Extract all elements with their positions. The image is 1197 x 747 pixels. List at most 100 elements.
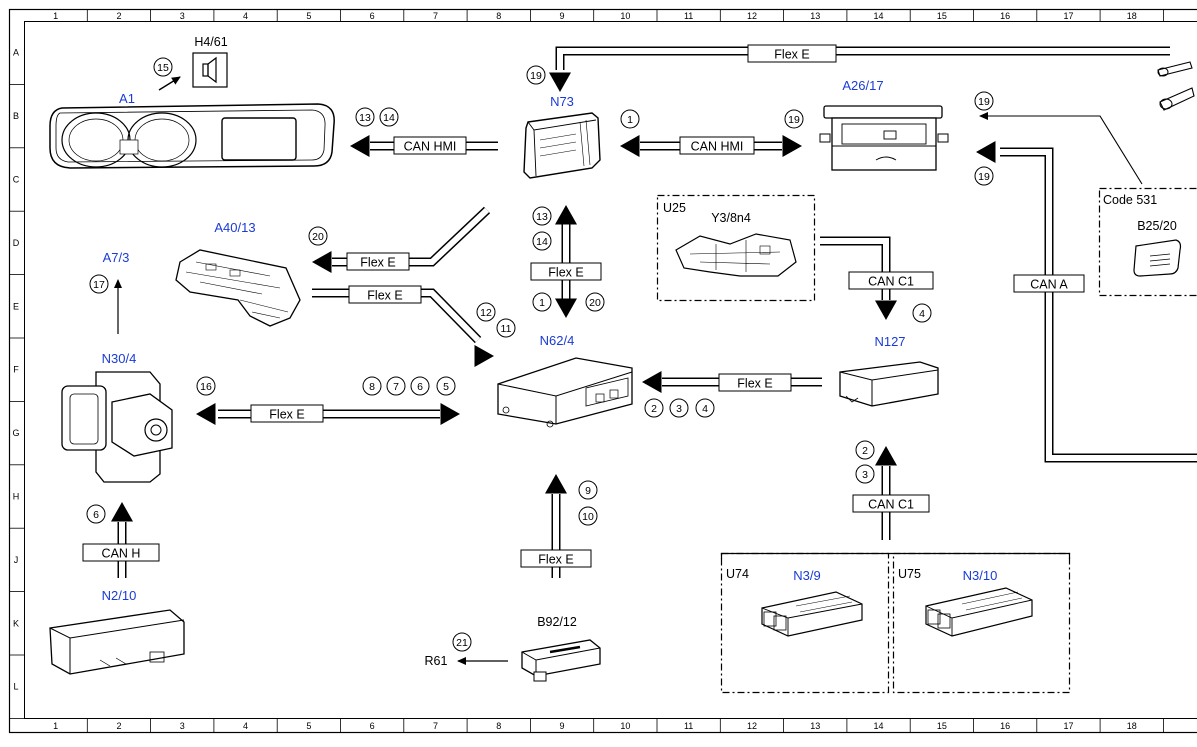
bus-label-text: CAN HMI: [404, 140, 457, 154]
ecu-N3-10[interactable]: [926, 588, 1032, 636]
step-marker-number: 15: [157, 62, 169, 74]
arrowhead: [549, 73, 571, 93]
bus-label: Flex E: [521, 550, 591, 567]
step-marker: 6: [87, 505, 105, 523]
step-marker-number: 13: [536, 211, 548, 223]
arrowhead: [555, 205, 577, 225]
arrowhead: [441, 403, 461, 425]
bus-label: Flex E: [349, 286, 421, 303]
bus-label-text: CAN A: [1030, 278, 1068, 292]
bus-can-a: [1000, 152, 1197, 458]
step-marker: 8: [363, 377, 381, 395]
module-A40-13[interactable]: [176, 250, 300, 326]
bus-label-text: CAN C1: [868, 498, 914, 512]
ruler-column-bottom: 11: [684, 721, 693, 731]
ruler-column-top: 5: [306, 11, 311, 21]
step-marker-number: 11: [501, 323, 512, 335]
ruler-column-top: 17: [1063, 11, 1073, 21]
step-marker: 3: [670, 399, 688, 417]
ecu-N3-9[interactable]: [762, 592, 862, 636]
module-N73[interactable]: [524, 113, 600, 178]
ruler-row: A: [13, 48, 19, 58]
step-marker-number: 2: [651, 403, 657, 415]
step-marker: 4: [696, 399, 714, 417]
bus-label: Flex E: [748, 45, 836, 62]
step-marker: 19: [785, 110, 803, 128]
module-A26-17[interactable]: [820, 106, 948, 170]
step-marker: 14: [380, 108, 398, 126]
arrowhead: [875, 446, 897, 466]
sensor-B92-12[interactable]: [522, 640, 600, 681]
bus-label-text: CAN C1: [868, 275, 914, 289]
arrowhead: [875, 301, 897, 321]
label-U74: U74: [726, 567, 749, 581]
bus-label-text: Flex E: [774, 48, 809, 62]
ruler-row: J: [14, 555, 19, 565]
valve-body-Y3-8n4[interactable]: [676, 234, 796, 276]
ruler-column-top: 15: [937, 11, 947, 21]
label-N73: N73: [550, 94, 574, 109]
ruler-column-bottom: 1: [53, 721, 58, 731]
step-marker-number: 19: [788, 114, 800, 126]
instrument-cluster-A1[interactable]: [50, 104, 334, 168]
bus-label-text: Flex E: [269, 408, 304, 422]
module-N62-4[interactable]: [498, 358, 632, 427]
bus-label-text: Flex E: [538, 553, 573, 567]
sensor-B25-20[interactable]: [1134, 240, 1181, 276]
step-marker: 19: [975, 167, 993, 185]
step-marker: 4: [913, 304, 931, 322]
ruler-row: C: [13, 175, 20, 185]
ruler-column-top: 6: [370, 11, 375, 21]
label-N2-10: N2/10: [102, 588, 137, 603]
ruler-row: L: [13, 682, 18, 692]
module-N2-10[interactable]: [50, 610, 184, 674]
step-marker-number: 7: [393, 381, 399, 393]
arrowhead: [976, 141, 996, 163]
step-marker: 10: [579, 507, 597, 525]
ruler-column-top: 2: [116, 11, 121, 21]
ruler-column-bottom: 3: [180, 721, 185, 731]
step-marker: 13: [356, 108, 374, 126]
step-marker-number: 10: [582, 511, 594, 523]
arrowhead: [545, 474, 567, 494]
module-N127[interactable]: [840, 362, 938, 406]
bus-label: Flex E: [719, 374, 791, 391]
ruler-column-top: 9: [560, 11, 565, 21]
ruler-row: D: [13, 238, 20, 248]
label-B92-12: B92/12: [537, 615, 577, 629]
ruler-row: K: [13, 618, 19, 628]
step-marker: 2: [856, 441, 874, 459]
ruler-column-top: 7: [433, 11, 438, 21]
step-marker-number: 6: [417, 381, 423, 393]
ruler-column-bottom: 12: [747, 721, 757, 731]
step-marker: 7: [387, 377, 405, 395]
step-marker: 15: [154, 58, 172, 76]
step-marker: 1: [533, 293, 551, 311]
step-marker-number: 4: [919, 308, 925, 320]
arrow-to-H4-61: [159, 77, 180, 90]
bus-label-text: Flex E: [737, 377, 772, 391]
arrowhead: [475, 345, 495, 367]
step-marker: 1: [621, 110, 639, 128]
step-marker-number: 14: [383, 112, 395, 124]
label-A7-3: A7/3: [103, 250, 130, 265]
module-N30-4[interactable]: [62, 372, 172, 482]
sensor-icons-right: [1158, 62, 1194, 110]
bus-label-text: CAN H: [102, 547, 141, 561]
arrowhead: [111, 502, 133, 522]
ruler-column-bottom: 10: [620, 721, 630, 731]
step-marker: 11: [497, 319, 515, 337]
bus-label-text: Flex E: [367, 289, 402, 303]
ruler-row: E: [13, 301, 19, 311]
bus-label: CAN HMI: [680, 137, 754, 154]
step-marker-number: 1: [627, 114, 633, 126]
label-A40-13: A40/13: [214, 220, 255, 235]
ruler-column-top: 8: [496, 11, 501, 21]
step-marker-number: 3: [676, 403, 682, 415]
arrowhead: [350, 135, 370, 157]
step-marker: 20: [309, 227, 327, 245]
bus-label: CAN C1: [853, 495, 929, 512]
step-marker-number: 21: [456, 637, 468, 649]
ruler-column-top: 3: [180, 11, 185, 21]
